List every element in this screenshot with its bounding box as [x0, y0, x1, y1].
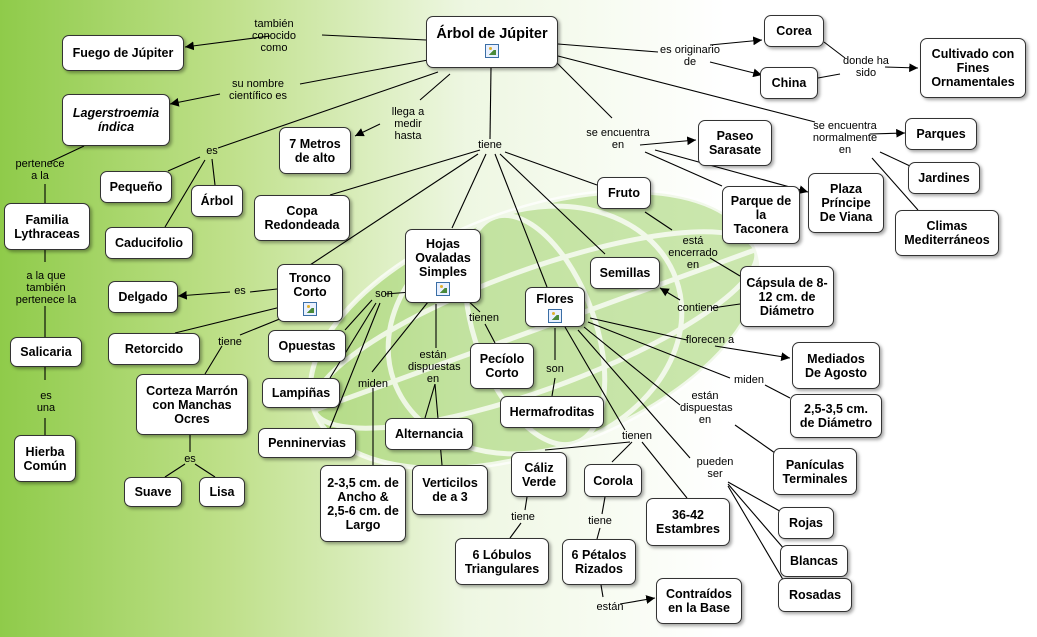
- node-fruto[interactable]: Fruto: [597, 177, 651, 209]
- node-suave[interactable]: Suave: [124, 477, 182, 507]
- label-dispuestas-flores: están dispuestas en: [680, 390, 733, 426]
- node-rosadas[interactable]: Rosadas: [778, 578, 852, 612]
- node-copa-redondeada[interactable]: Copa Redondeada: [254, 195, 350, 241]
- label-se-encuentra: se encuentra en: [586, 127, 650, 151]
- node-paseo-sarasate[interactable]: Paseo Sarasate: [698, 120, 772, 166]
- node-verticilos[interactable]: Verticilos de a 3: [412, 465, 488, 515]
- node-capsula[interactable]: Cápsula de 8-12 cm. de Diámetro: [740, 266, 834, 327]
- node-tronco-corto[interactable]: Tronco Corto: [277, 264, 343, 322]
- label-se-encuentra-normalmente: se encuentra normalmente en: [812, 120, 878, 156]
- node-lisa[interactable]: Lisa: [199, 477, 245, 507]
- node-jardines[interactable]: Jardines: [908, 162, 980, 194]
- label-originario: es originario de: [660, 44, 720, 68]
- node-corea[interactable]: Corea: [764, 15, 824, 47]
- label-miden-flores: miden: [734, 374, 764, 386]
- label-tiene-top: tiene: [478, 139, 502, 151]
- node-hojas-ovaladas-simples[interactable]: Hojas Ovaladas Simples: [405, 229, 481, 303]
- node-hierba-comun[interactable]: Hierba Común: [14, 435, 76, 482]
- label-tienen-hojas: tienen: [469, 312, 499, 324]
- node-6-petalos[interactable]: 6 Pétalos Rizados: [562, 539, 636, 585]
- label-tiene-tronco: tiene: [218, 336, 242, 348]
- label-nombre-cientifico: su nombre científico es: [228, 78, 288, 102]
- node-hermafroditas[interactable]: Hermafroditas: [500, 396, 604, 428]
- label-es-top: es: [206, 145, 218, 157]
- label-tiene-corola: tiene: [588, 515, 612, 527]
- node-estambres[interactable]: 36-42 Estambres: [646, 498, 730, 546]
- node-medidas-hojas[interactable]: 2-3,5 cm. de Ancho & 2,5-6 cm. de Largo: [320, 465, 406, 542]
- node-6-lobulos[interactable]: 6 Lóbulos Triangulares: [455, 538, 549, 585]
- node-paniculas-terminales[interactable]: Panículas Terminales: [773, 448, 857, 495]
- label-es-corteza: es: [184, 453, 196, 465]
- label-estan: están: [596, 601, 624, 613]
- media-icon[interactable]: [548, 308, 562, 323]
- node-penninervias[interactable]: Penninervias: [258, 428, 356, 458]
- label-florecen: florecen a: [685, 334, 735, 346]
- label-tambien-conocido: también conocido como: [251, 18, 297, 54]
- label-donde-ha-sido: donde ha sido: [843, 55, 889, 79]
- node-plaza-principe[interactable]: Plaza Príncipe De Viana: [808, 173, 884, 233]
- label-es-una: es una: [36, 390, 56, 414]
- label-pertenece: pertenece a la: [15, 158, 65, 182]
- node-delgado[interactable]: Delgado: [108, 281, 178, 313]
- label-tiene-caliz: tiene: [511, 511, 535, 523]
- node-peciolo-corto[interactable]: Pecíolo Corto: [470, 343, 534, 389]
- node-opuestas[interactable]: Opuestas: [268, 330, 346, 362]
- node-caliz-verde[interactable]: Cáliz Verde: [511, 452, 567, 497]
- node-china[interactable]: China: [760, 67, 818, 99]
- node-lampinas[interactable]: Lampiñas: [262, 378, 340, 408]
- label-pueden-ser: pueden ser: [696, 456, 734, 480]
- label-tienen-flores: tienen: [622, 430, 652, 442]
- node-arbol-de-jupiter[interactable]: Árbol de Júpiter: [426, 16, 558, 68]
- label-miden-hojas: miden: [358, 378, 388, 390]
- node-7-metros-de-alto[interactable]: 7 Metros de alto: [279, 127, 351, 174]
- node-pequeno[interactable]: Pequeño: [100, 171, 172, 203]
- label-llega: llega a medir hasta: [391, 106, 425, 142]
- label-encerrado: está encerrado en: [668, 235, 718, 271]
- node-corteza[interactable]: Corteza Marrón con Manchas Ocres: [136, 374, 248, 435]
- node-lagerstroemia-indica[interactable]: Lagerstroemia índica: [62, 94, 170, 146]
- node-climas-mediterraneos[interactable]: Climas Mediterráneos: [895, 210, 999, 256]
- node-flores[interactable]: Flores: [525, 287, 585, 327]
- label-son-flores: son: [546, 363, 564, 375]
- media-icon[interactable]: [485, 43, 499, 58]
- media-icon[interactable]: [303, 301, 317, 316]
- label-son-hojas: son: [375, 288, 393, 300]
- label-dispuestas-hojas: están dispuestas en: [408, 349, 461, 385]
- node-familia-lythraceas[interactable]: Familia Lythraceas: [4, 203, 90, 250]
- node-corola[interactable]: Corola: [584, 464, 642, 497]
- node-semillas[interactable]: Semillas: [590, 257, 660, 289]
- label-es-tronco: es: [234, 285, 246, 297]
- node-cultivado[interactable]: Cultivado con Fines Ornamentales: [920, 38, 1026, 98]
- node-salicaria[interactable]: Salicaria: [10, 337, 82, 367]
- label-a-la-que: a la que también pertenece la: [15, 270, 77, 306]
- node-parques[interactable]: Parques: [905, 118, 977, 150]
- node-alternancia[interactable]: Alternancia: [385, 418, 473, 450]
- label-contiene: contiene: [677, 302, 719, 314]
- node-parque-taconera[interactable]: Parque de la Taconera: [722, 186, 800, 244]
- node-rojas[interactable]: Rojas: [778, 507, 834, 539]
- node-fuego-de-jupiter[interactable]: Fuego de Júpiter: [62, 35, 184, 71]
- media-icon[interactable]: [436, 281, 450, 296]
- node-contraidos[interactable]: Contraídos en la Base: [656, 578, 742, 624]
- node-arbol[interactable]: Árbol: [191, 185, 243, 217]
- node-retorcido[interactable]: Retorcido: [108, 333, 200, 365]
- node-mediados-de-agosto[interactable]: Mediados De Agosto: [792, 342, 880, 389]
- node-diametro-flores[interactable]: 2,5-3,5 cm. de Diámetro: [790, 394, 882, 438]
- node-blancas[interactable]: Blancas: [780, 545, 848, 577]
- node-caducifolio[interactable]: Caducifolio: [105, 227, 193, 259]
